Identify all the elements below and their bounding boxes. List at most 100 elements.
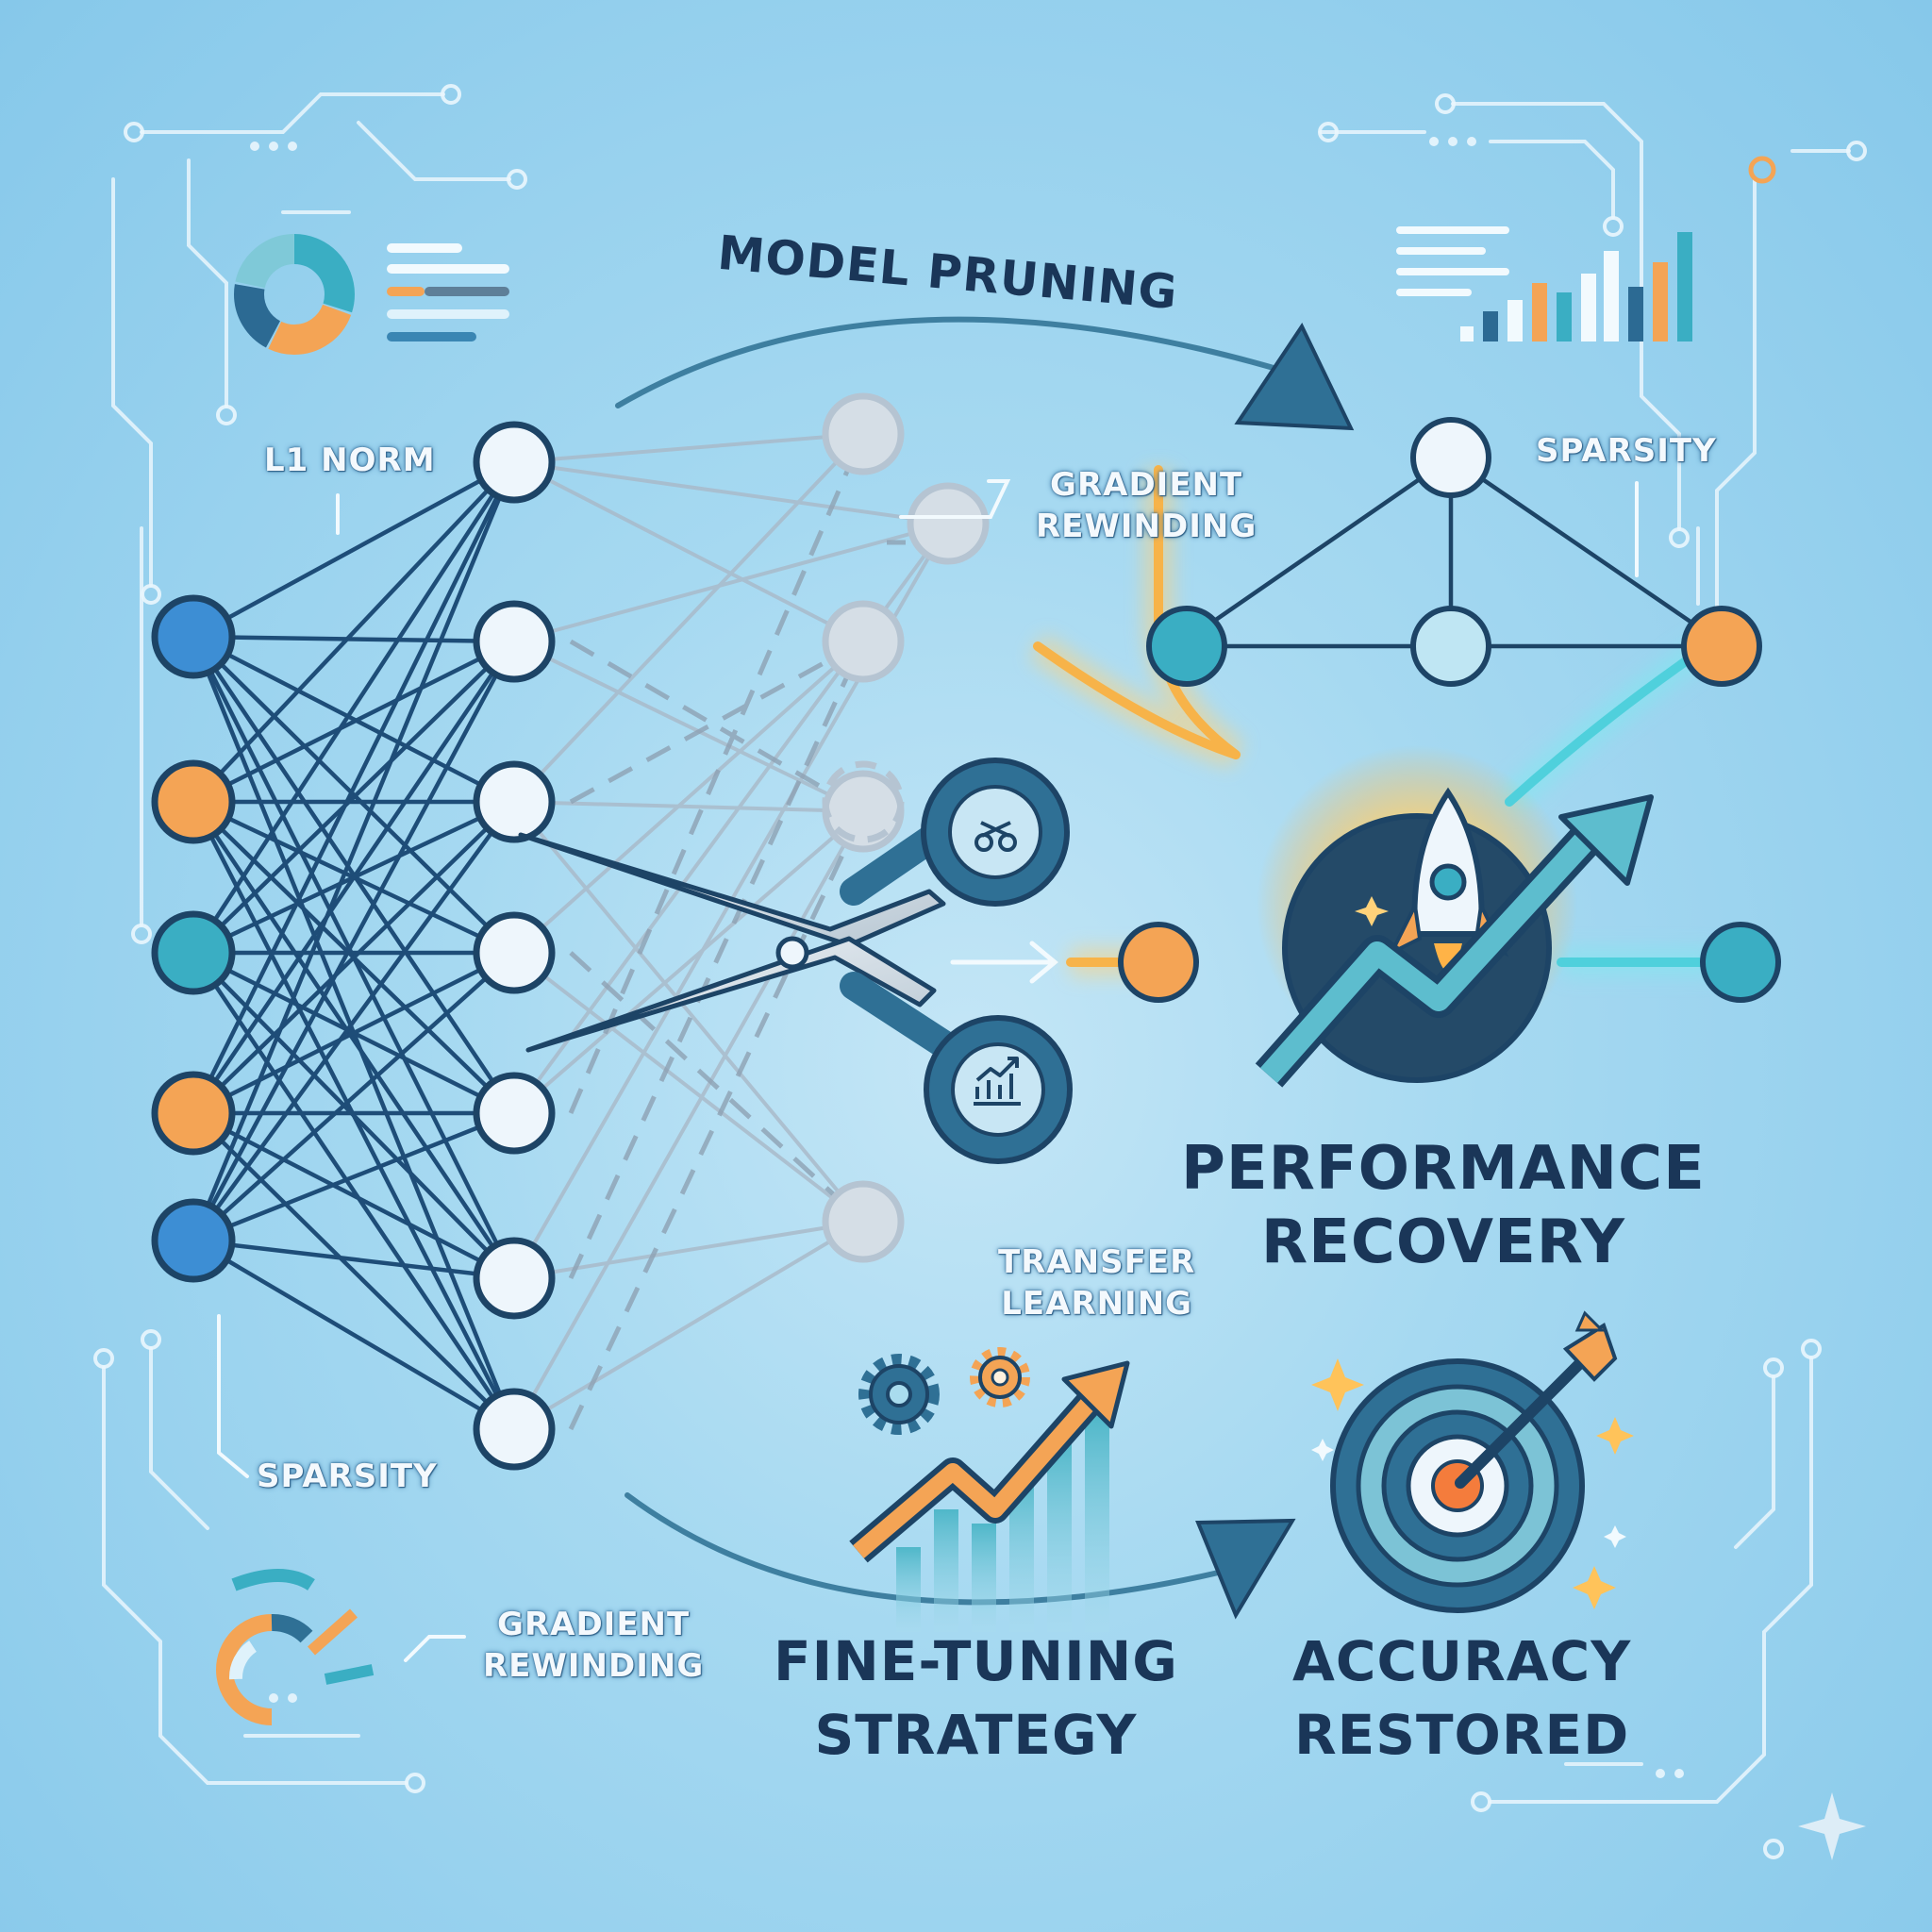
input-node <box>151 1071 236 1156</box>
pruned-edge <box>512 810 865 1430</box>
leader-lines <box>217 479 1639 1662</box>
label-gradient-rewinding-top-line2: REWINDING <box>1036 508 1257 545</box>
network-edge <box>192 460 516 639</box>
pruned-edge <box>513 1220 864 1280</box>
hidden-node <box>473 911 556 994</box>
pruned-node <box>822 600 905 683</box>
pruned-dashed-edge <box>569 639 865 814</box>
pruned-edge <box>513 522 949 643</box>
heading-accuracy-line2: RESTORED <box>1293 1703 1630 1767</box>
label-gradient-rewinding-bottom: GRADIENT REWINDING <box>483 1604 704 1687</box>
rising-arrow-icon <box>849 1360 1130 1563</box>
heading-performance-recovery: PERFORMANCE RECOVERY <box>1181 1132 1706 1279</box>
network-edge <box>192 640 516 955</box>
hidden-node <box>473 760 556 843</box>
network-edge <box>192 951 516 1242</box>
heading-performance-recovery-line2: RECOVERY <box>1260 1208 1625 1277</box>
pruned-edge <box>513 800 864 813</box>
hidden-node <box>473 1237 556 1320</box>
network-connections <box>191 460 517 1431</box>
pruned-dashed-edge <box>569 951 865 1224</box>
network-edge <box>192 800 516 1280</box>
heading-performance-recovery-line1: PERFORMANCE <box>1181 1134 1706 1204</box>
pruned-edge <box>513 460 864 643</box>
label-sparsity-top: SPARSITY <box>1536 432 1717 470</box>
pruned-node <box>822 392 905 475</box>
network-nodes <box>151 421 556 1471</box>
label-transfer-learning: TRANSFER LEARNING <box>998 1241 1195 1324</box>
pruning-arc-arrow <box>615 316 1355 431</box>
heading-fine-tuning-strategy: FINE-TUNING STRATEGY <box>774 1624 1178 1772</box>
hidden-node <box>473 600 556 683</box>
heading-fine-tuning-line1: FINE-TUNING <box>774 1629 1178 1693</box>
label-sparsity-bottom: SPARSITY <box>257 1457 438 1495</box>
heading-fine-tuning-line2: STRATEGY <box>814 1703 1138 1767</box>
network-edge <box>192 1110 515 1243</box>
input-node <box>151 594 236 679</box>
pruned-nodes <box>822 392 990 1263</box>
input-node <box>151 910 236 995</box>
rising-bars-icon <box>896 1415 1109 1632</box>
growth-arrow-icon <box>1255 794 1654 1088</box>
pruned-node <box>822 770 905 853</box>
label-gradient-rewinding-bottom-line1: GRADIENT <box>497 1606 691 1643</box>
hidden-node <box>473 421 556 504</box>
rocket-icon <box>1282 787 1552 1083</box>
circuit-decorations <box>102 92 1851 1804</box>
donut-chart-icon <box>234 234 355 355</box>
pruned-edge <box>512 809 865 1115</box>
pruned-edge <box>513 432 864 464</box>
right-network-nodes <box>1118 417 1781 1003</box>
legend-lines-icon <box>1396 226 1509 296</box>
legend-bars-icon <box>387 243 509 341</box>
label-l1-norm: L1 NORM <box>264 441 436 479</box>
bar-chart-icon <box>1460 232 1692 341</box>
mini-scissors-icon <box>974 821 1017 852</box>
network-edge <box>192 800 516 1115</box>
sparkle-icons <box>1311 1358 1634 1609</box>
pruned-dashed-connections <box>568 433 906 1431</box>
pruned-edge <box>512 640 865 955</box>
gauge-icon <box>216 1569 375 1725</box>
label-gradient-rewinding-top-line1: GRADIENT <box>1050 466 1243 504</box>
pruned-node-dashed <box>822 760 905 843</box>
right-network-lines <box>1196 456 1707 649</box>
network-edge <box>192 639 516 805</box>
gears-icon <box>858 1347 1030 1435</box>
network-edge <box>192 634 515 644</box>
network-edge <box>192 640 516 1242</box>
network-edge <box>192 950 516 1116</box>
pruned-edge <box>513 640 864 813</box>
heading-accuracy-line1: ACCURACY <box>1292 1629 1632 1693</box>
network-edge <box>192 460 516 955</box>
pruned-edge <box>512 951 865 1224</box>
network-edge <box>192 800 516 1242</box>
pruned-edge <box>512 800 865 1224</box>
mini-chart-icon <box>974 1057 1021 1106</box>
pruned-node <box>907 482 990 565</box>
network-edge <box>192 640 516 1115</box>
label-gradient-rewinding-top: GRADIENT REWINDING <box>1036 464 1257 547</box>
sparkle-icon <box>1798 1792 1866 1860</box>
scissors-icon <box>518 758 1073 1164</box>
pruned-edge <box>513 460 949 525</box>
hidden-node <box>473 1388 556 1471</box>
hidden-node <box>473 1072 556 1155</box>
network-edge <box>191 461 517 1114</box>
network-edge <box>192 1238 515 1281</box>
pruned-dashed-edge <box>569 639 865 805</box>
network-edge <box>192 460 516 804</box>
network-edge <box>191 461 517 1241</box>
heading-accuracy-restored: ACCURACY RESTORED <box>1292 1624 1631 1772</box>
label-transfer-learning-line1: TRANSFER <box>998 1243 1196 1281</box>
label-gradient-rewinding-bottom-line2: REWINDING <box>483 1647 705 1685</box>
label-transfer-learning-line2: LEARNING <box>1001 1285 1193 1323</box>
network-edge <box>192 1239 516 1431</box>
small-arrow-right <box>950 941 1058 984</box>
pruned-dashed-edge <box>568 433 866 1114</box>
pruned-edge <box>512 432 865 804</box>
pruned-edge <box>512 1220 865 1431</box>
finetune-arc-arrow <box>625 1492 1296 1620</box>
